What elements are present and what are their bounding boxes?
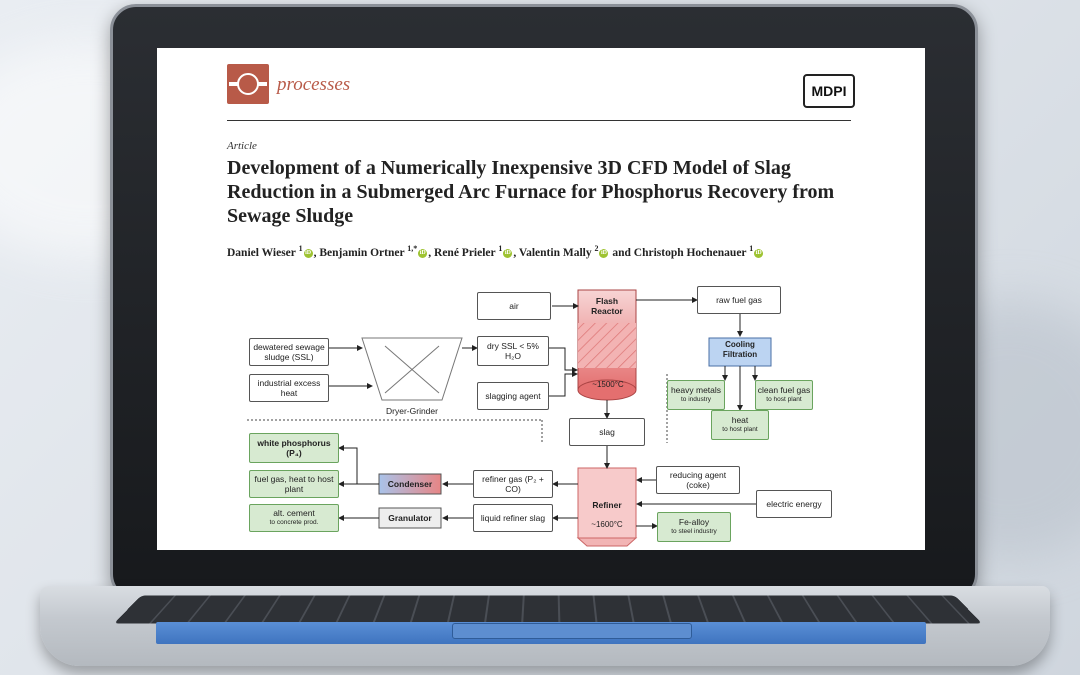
author: René Prieler (434, 246, 496, 259)
orcid-icon[interactable]: iD (303, 248, 313, 258)
slagging-agent-box: slagging agent (477, 382, 549, 410)
granulator-label: Granulator (388, 513, 432, 523)
orcid-icon[interactable]: iD (754, 248, 764, 258)
author-affiliation: 1 (498, 244, 503, 253)
liquid-refiner-slag-box: liquid refiner slag (473, 504, 553, 532)
header-rule (227, 120, 851, 121)
fe-alloy-sub: to steel industry (671, 528, 717, 535)
fe-alloy-label: Fe-alloy (678, 517, 710, 527)
author-separator: and (609, 246, 634, 259)
white-phosphorus-box: white phosphorus (P₄) (249, 433, 339, 463)
orcid-icon[interactable]: iD (418, 248, 428, 258)
electric-energy-box: electric energy (756, 490, 832, 518)
journal-name: processes (277, 74, 351, 95)
author-affiliation: 1,* (407, 244, 418, 253)
orcid-icon[interactable]: iD (503, 248, 513, 258)
fuel-gas-heat-box: fuel gas, heat to host plant (249, 470, 339, 498)
trackpad (452, 623, 692, 639)
publisher-logo: MDPI (803, 74, 855, 108)
heat-label: heat (731, 415, 749, 425)
author-separator: , (513, 246, 519, 259)
alt-cement-sub: to concrete prod. (269, 519, 319, 526)
paper-title: Development of a Numerically Inexpensive… (227, 157, 835, 227)
author-affiliation: 1 (749, 244, 754, 253)
refiner-gas-box: refiner gas (P₂ + CO) (473, 470, 553, 498)
article-type: Article (227, 140, 257, 152)
slag-box: slag (569, 418, 645, 446)
condenser-label: Condenser (387, 479, 433, 489)
flash-reactor-vessel (577, 289, 637, 401)
flash-reactor-label: Flash Reactor (591, 296, 623, 316)
process-flow-diagram (247, 289, 772, 547)
dryer-grinder-shape (361, 337, 463, 401)
keyboard (113, 595, 983, 624)
author-separator: , (428, 246, 435, 259)
reducing-agent-box: reducing agent (coke) (656, 466, 740, 494)
industrial-heat-box: industrial excess heat (249, 374, 329, 402)
clean-fuel-gas-sub: to host plant (766, 396, 802, 403)
author: Benjamin Ortner (319, 246, 405, 259)
author-separator: , (313, 246, 320, 259)
flash-reactor-temp: ~1500°C (592, 380, 624, 389)
clean-fuel-gas-label: clean fuel gas (757, 385, 811, 395)
alt-cement-label: alt. cement (273, 508, 315, 518)
cooling-filtration-label: Cooling Filtration (722, 340, 758, 359)
author: Christoph Hochenauer (633, 246, 747, 259)
heavy-metals-sub: to industry (681, 396, 711, 403)
screen: processes MDPI Article Development of a … (157, 48, 925, 550)
refiner-label: Refiner (592, 500, 622, 510)
author: Valentin Mally (518, 246, 592, 259)
author-affiliation: 2 (594, 244, 599, 253)
heavy-metals-label: heavy metals (670, 385, 722, 395)
dry-ssl-box: dry SSL < 5% H₂O (477, 336, 549, 366)
heat-sub: to host plant (722, 426, 758, 433)
dewatered-ssl-box: dewatered sewage sludge (SSL) (249, 338, 329, 366)
orcid-icon[interactable]: iD (599, 248, 609, 258)
air-box: air (477, 292, 551, 320)
refiner-vessel (576, 446, 638, 547)
dryer-grinder-label: Dryer-Grinder (386, 406, 438, 416)
refiner-temp: ~1600°C (591, 520, 623, 529)
author: Daniel Wieser (227, 246, 296, 259)
raw-fuel-gas-box: raw fuel gas (697, 286, 781, 314)
author-affiliation: 1 (298, 244, 303, 253)
journal-logo-icon (227, 64, 269, 104)
